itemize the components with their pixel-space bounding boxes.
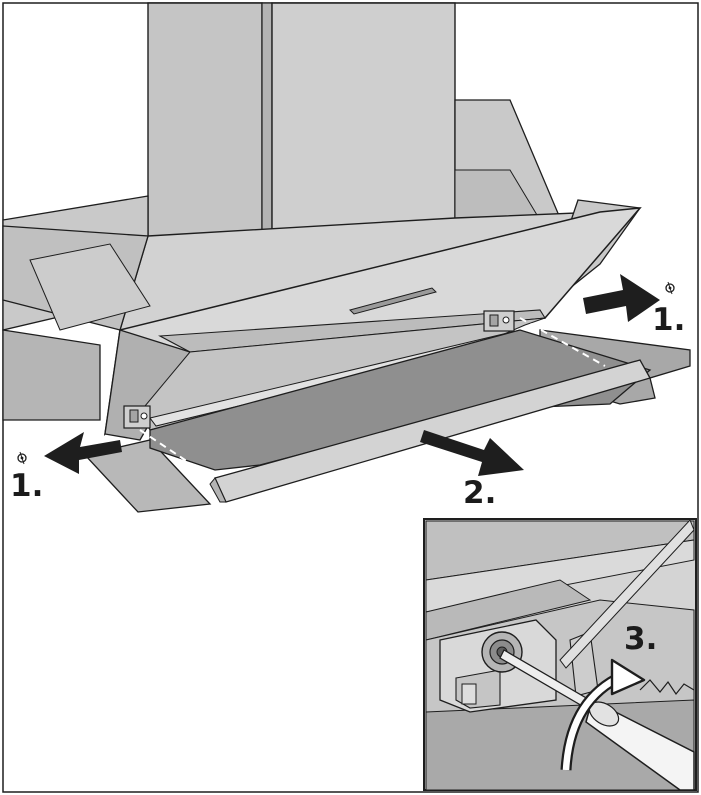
step1-right-label: 1. [652, 302, 685, 338]
arrow-step1-left [44, 432, 122, 474]
hinge-left [123, 405, 151, 429]
step1-left-label: 1. [10, 468, 43, 504]
filter-panel [139, 317, 652, 503]
screwdriver [499, 649, 695, 791]
step2-label: 2. [463, 475, 496, 511]
hood-canopy [2, 199, 642, 441]
arrow-step1-right [583, 274, 660, 322]
rotation-arrow [560, 658, 646, 771]
screw-right [665, 281, 675, 295]
step3-label: 3. [624, 621, 657, 657]
arrow-step2 [420, 430, 524, 476]
hinge-right [483, 310, 515, 332]
screw-left [17, 451, 27, 465]
